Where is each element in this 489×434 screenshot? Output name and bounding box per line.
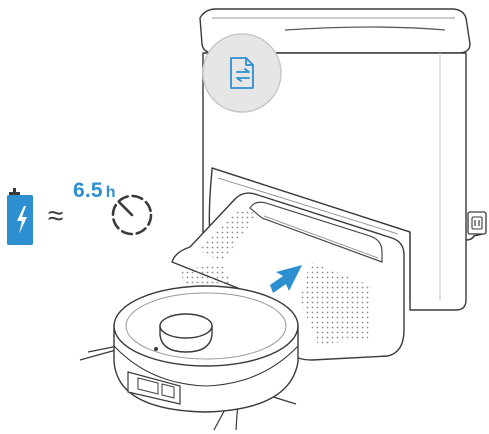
charge-time-unit: h [106, 184, 116, 201]
charge-time-value: 6.5 [73, 179, 103, 202]
file-transfer-callout [203, 34, 281, 112]
power-outlet-icon [466, 212, 486, 240]
robot-vacuum [80, 286, 298, 430]
clock-icon [113, 196, 151, 234]
battery-charging-icon [7, 188, 33, 245]
approx-symbol: ≈ [48, 200, 63, 231]
